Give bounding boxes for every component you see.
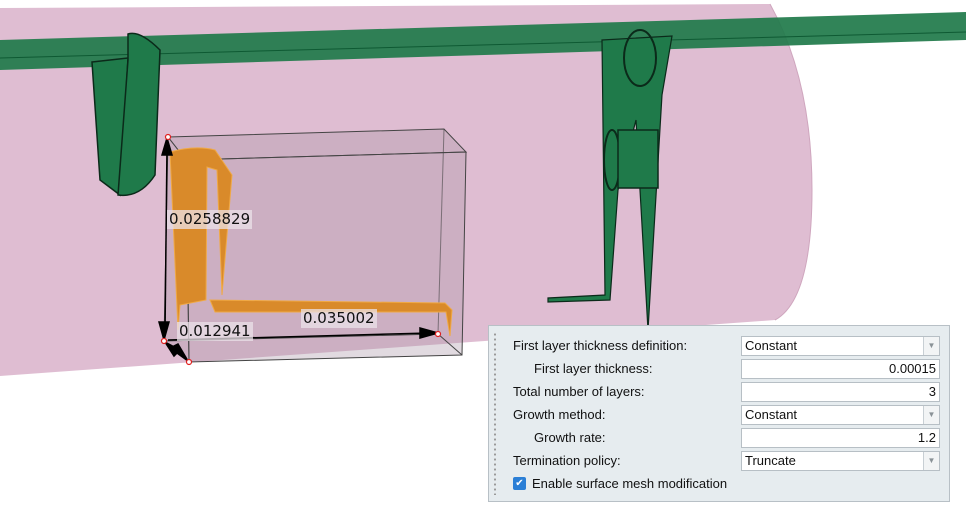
row-growth-method: Growth method: Constant ▼ (513, 405, 943, 426)
growth-method-value: Constant (745, 407, 798, 422)
growth-method-label: Growth method: (513, 407, 606, 422)
selected-body (169, 147, 453, 337)
termination-policy-value: Truncate (745, 453, 796, 468)
chevron-down-icon[interactable]: ▼ (923, 452, 939, 470)
chevron-down-icon[interactable]: ▼ (923, 406, 939, 424)
first-layer-definition-value: Constant (745, 338, 798, 353)
first-layer-thickness-input[interactable]: 0.00015 (741, 359, 940, 379)
first-layer-definition-label: First layer thickness definition: (513, 338, 688, 353)
growth-method-select[interactable]: Constant ▼ (741, 405, 940, 425)
termination-policy-label: Termination policy: (513, 453, 621, 468)
enable-surface-mesh-checkbox[interactable]: ✔ Enable surface mesh modification (513, 474, 943, 495)
termination-policy-select[interactable]: Truncate ▼ (741, 451, 940, 471)
height-dimension-label: 0.0258829 (167, 210, 253, 229)
row-first-layer-thickness: First layer thickness: 0.00015 (513, 359, 943, 380)
dimension-points (160, 133, 442, 366)
fin-left-2 (117, 32, 161, 197)
growth-rate-label: Growth rate: (534, 430, 606, 445)
first-layer-definition-select[interactable]: Constant ▼ (741, 336, 940, 356)
depth-dimension-label: 0.012941 (177, 322, 253, 341)
growth-rate-input[interactable]: 1.2 (741, 428, 940, 448)
row-growth-rate: Growth rate: 1.2 (513, 428, 943, 449)
inflation-settings-panel: First layer thickness definition: Consta… (488, 325, 950, 502)
chevron-down-icon[interactable]: ▼ (923, 337, 939, 355)
checkbox-checked-icon[interactable]: ✔ (513, 477, 526, 490)
width-dimension-label: 0.035002 (301, 309, 377, 328)
total-layers-label: Total number of layers: (513, 384, 645, 399)
first-layer-thickness-label: First layer thickness: (534, 361, 653, 376)
total-layers-input[interactable]: 3 (741, 382, 940, 402)
row-first-layer-definition: First layer thickness definition: Consta… (513, 336, 943, 357)
pipe-top (0, 12, 966, 70)
enable-surface-mesh-label: Enable surface mesh modification (532, 476, 728, 491)
row-total-layers: Total number of layers: 3 (513, 382, 943, 403)
row-termination-policy: Termination policy: Truncate ▼ (513, 451, 943, 472)
enclosure-edge (769, 3, 813, 321)
panel-resize-grip[interactable] (494, 332, 496, 495)
